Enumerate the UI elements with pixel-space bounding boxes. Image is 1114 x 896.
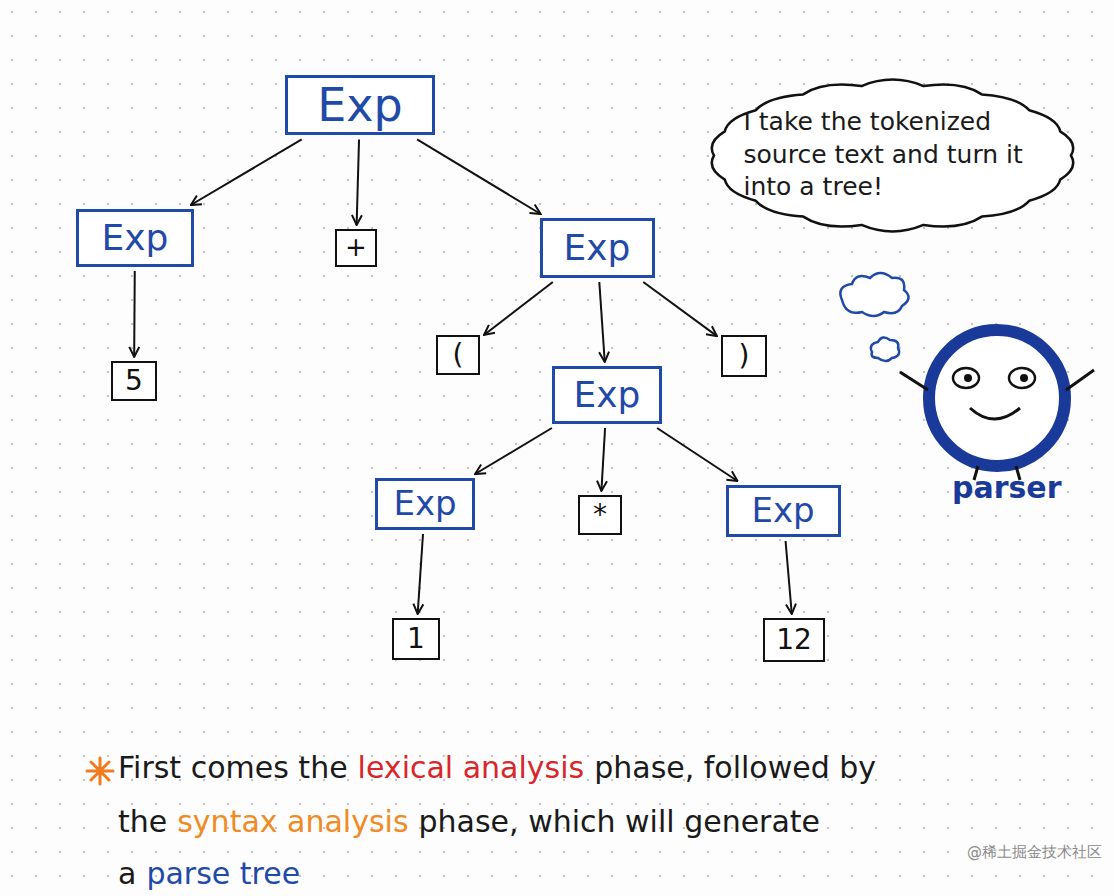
exp-node: Exp	[726, 485, 841, 537]
thought-bubble	[871, 337, 899, 361]
node-label: 5	[125, 365, 143, 397]
tree-arrow	[191, 139, 302, 205]
tree-arrow	[418, 534, 423, 614]
character-name: parser	[952, 470, 1062, 505]
exp-node: Exp	[540, 218, 655, 278]
node-label: )	[739, 340, 750, 372]
thought-bubbles	[840, 273, 908, 361]
token-box: 5	[111, 361, 157, 401]
note-line: the syntax analysis phase, which will gene…	[118, 804, 830, 840]
exp-node: Exp	[375, 478, 475, 530]
exp-node: Exp	[285, 75, 435, 136]
parser-pupil	[1020, 374, 1028, 382]
token-box: )	[721, 335, 767, 377]
token-box: (	[436, 335, 480, 375]
node-label: (	[453, 339, 464, 371]
token-box: +	[335, 229, 377, 267]
tree-arrow	[133, 271, 136, 357]
note-text: phase, followed by	[594, 750, 876, 785]
parser-eye	[953, 368, 979, 388]
note-text: syntax analysis	[177, 804, 408, 839]
node-label: +	[345, 233, 367, 263]
parser-eye	[1009, 368, 1035, 388]
token-box: 12	[763, 618, 825, 662]
node-label: Exp	[751, 491, 814, 530]
node-label: 12	[776, 624, 812, 656]
tree-arrow	[357, 139, 359, 225]
cloud-path	[711, 79, 1072, 231]
node-label: Exp	[564, 227, 631, 268]
thought-bubble	[840, 273, 908, 316]
watermark: @稀土掘金技术社区	[965, 843, 1104, 862]
tree-arrow	[417, 139, 541, 214]
tree-arrow	[475, 428, 552, 474]
node-label: *	[593, 499, 607, 531]
token-box: *	[578, 495, 622, 535]
parser-body	[929, 330, 1065, 466]
parser-arm	[900, 372, 928, 390]
node-label: Exp	[393, 484, 456, 523]
parser-arm	[1066, 370, 1094, 390]
note-text: First comes the	[118, 750, 348, 785]
tree-arrow	[657, 428, 737, 481]
thought-text: I take the tokenized source text and tur…	[744, 106, 1041, 204]
note-text: lexical analysis	[358, 750, 585, 785]
tree-arrow	[643, 282, 717, 336]
parser-smile	[970, 408, 1020, 419]
node-label: Exp	[102, 217, 169, 258]
tree-arrow	[601, 428, 605, 491]
tree-arrow	[484, 282, 553, 335]
note-text: the	[118, 804, 167, 839]
node-label: 1	[407, 623, 425, 655]
asterisk-symbol	[87, 758, 113, 784]
note-text: phase, which will generate	[419, 804, 821, 839]
exp-node: Exp	[552, 366, 662, 424]
token-box: 1	[392, 618, 440, 660]
node-label: Exp	[574, 374, 641, 415]
node-label: Exp	[317, 79, 403, 132]
note-line: a parse tree	[118, 856, 310, 892]
parser-character	[900, 330, 1094, 480]
thought-cloud: I take the tokenized source text and tur…	[700, 73, 1085, 238]
tree-arrow	[786, 541, 792, 614]
tree-arrow	[599, 282, 604, 362]
note-text: parse tree	[146, 856, 300, 891]
note-line: First comes the lexical analysis phase, fo…	[118, 750, 886, 786]
note-text: a	[118, 856, 136, 891]
exp-node: Exp	[76, 209, 194, 267]
parser-pupil	[964, 374, 972, 382]
